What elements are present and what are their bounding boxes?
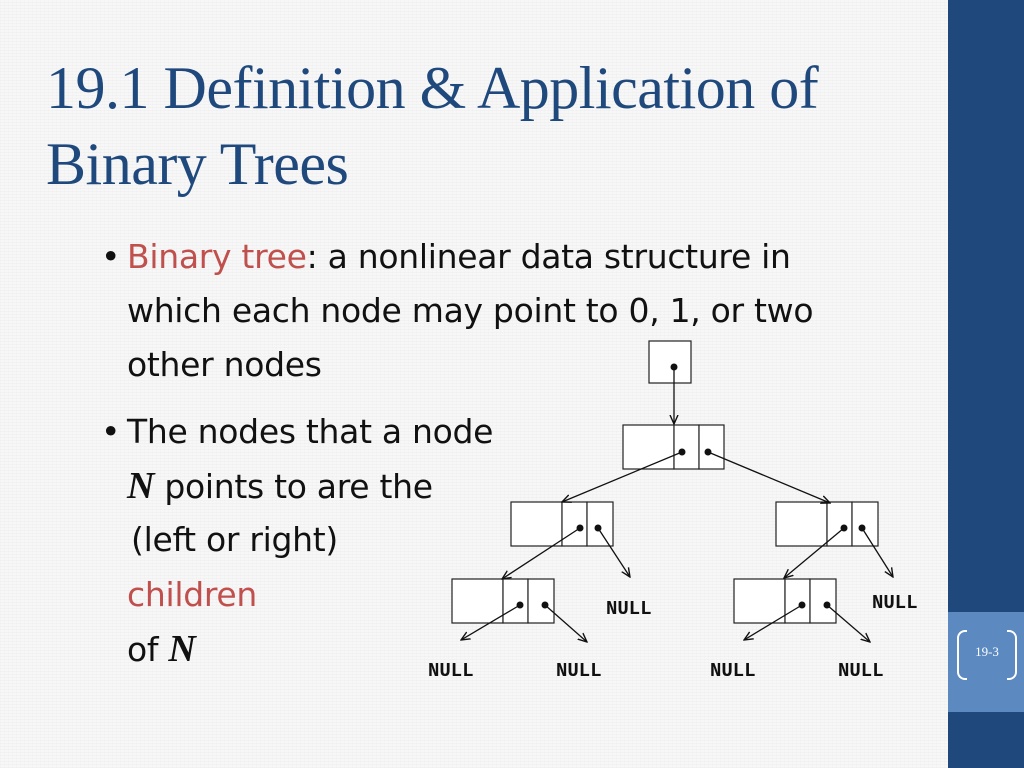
arrow-left-right-null	[597, 527, 630, 577]
term-binary-tree: Binary tree	[127, 237, 307, 276]
badge-bracket-left	[957, 630, 967, 680]
null-label: NULL	[872, 592, 918, 614]
slide-title: 19.1 Definition & Application of Binary …	[46, 50, 936, 202]
bullet-1-line-3: other nodes	[127, 345, 322, 384]
arrow-ll-left-null	[461, 604, 521, 640]
arrow-ll-right-null	[544, 604, 587, 642]
term-children: children	[127, 575, 258, 614]
bullet-2-line-5: of N	[127, 629, 196, 670]
null-label: NULL	[428, 660, 474, 682]
bullet-2-text-1: The nodes that a node	[127, 412, 494, 451]
page-number: 19-3	[975, 644, 999, 659]
bullet-dot: •	[101, 412, 121, 451]
badge-bracket-right	[1007, 630, 1017, 680]
arrow-right-right-null	[861, 527, 893, 577]
tree-node-left-left	[451, 578, 555, 624]
bullet-2-line-3: (left or right)	[131, 520, 338, 559]
symbol-n-2: N	[168, 628, 196, 670]
null-label: NULL	[556, 660, 602, 682]
symbol-n: N	[127, 465, 155, 507]
side-band-highlight	[948, 612, 1024, 712]
bullet-1-line-1: • Binary tree: a nonlinear data structur…	[101, 237, 791, 277]
bullet-2-text-2: points to are the	[154, 467, 433, 506]
bullet-2-text-5: of	[127, 630, 169, 669]
arrow-rl-left-null	[744, 604, 803, 640]
arrow-left-left	[502, 527, 581, 579]
arrow-rl-right-null	[826, 604, 870, 642]
root-pointer-box	[648, 340, 692, 384]
bullet-2-line-1: • The nodes that a node	[101, 412, 494, 452]
bullet-dot: •	[101, 237, 121, 276]
title-line-2: Binary Trees	[46, 131, 349, 197]
arrow-right-left	[784, 527, 845, 578]
arrow-root-left	[562, 451, 683, 502]
tree-node-root	[622, 424, 725, 470]
arrow-root-right	[707, 451, 830, 503]
tree-node-left	[510, 501, 614, 547]
null-label: NULL	[838, 660, 884, 682]
page-number-badge: 19-3	[957, 630, 1017, 680]
bullet-1-text-1: : a nonlinear data structure in	[306, 237, 791, 276]
bullet-2-line-2: N points to are the	[127, 466, 433, 507]
null-label: NULL	[710, 660, 756, 682]
tree-node-right-left	[733, 578, 837, 624]
title-line-1: 19.1 Definition & Application of	[46, 55, 819, 121]
bullet-1-line-2: which each node may point to 0, 1, or tw…	[127, 291, 814, 330]
tree-node-right	[775, 501, 879, 547]
null-label: NULL	[606, 598, 652, 620]
